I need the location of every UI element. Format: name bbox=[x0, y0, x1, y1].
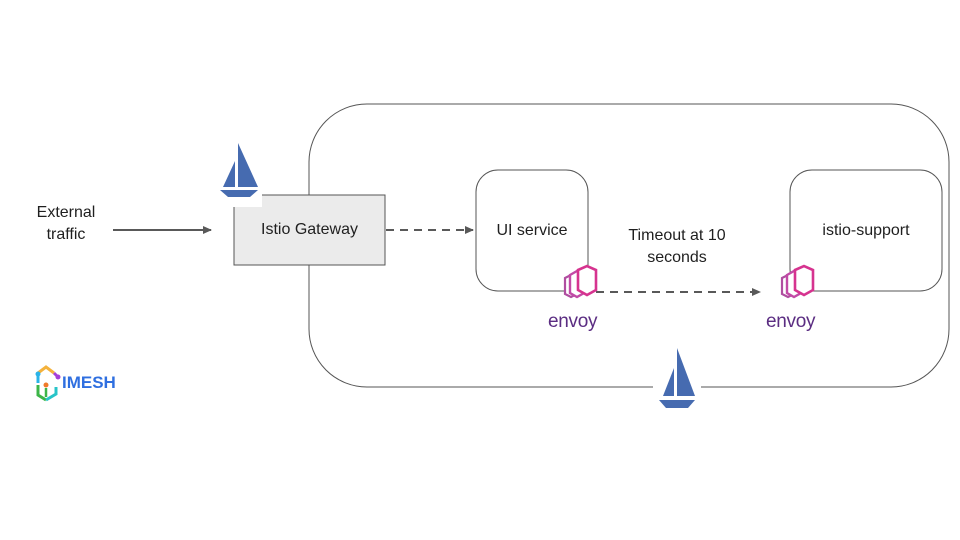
envoy-icon bbox=[780, 264, 815, 299]
envoy-label: envoy bbox=[548, 311, 598, 332]
istio-logo-icon-bottom bbox=[653, 348, 701, 408]
external-traffic-label: External traffic bbox=[36, 204, 96, 243]
imesh-logo-icon bbox=[35, 365, 61, 402]
imesh-logo-text: IMESH bbox=[62, 373, 116, 392]
ui-service-label: UI service bbox=[496, 222, 568, 239]
ui-service-box[interactable] bbox=[475, 169, 589, 292]
istio-gateway-label: Istio Gateway bbox=[261, 221, 358, 238]
envoy-label: envoy bbox=[766, 311, 816, 332]
istio-logo-icon bbox=[218, 143, 262, 207]
envoy-icon bbox=[563, 264, 598, 299]
istio-support-box[interactable] bbox=[789, 169, 943, 292]
istio-support-label: istio-support bbox=[822, 222, 910, 239]
timeout-label: Timeout at 10 seconds bbox=[628, 227, 726, 266]
